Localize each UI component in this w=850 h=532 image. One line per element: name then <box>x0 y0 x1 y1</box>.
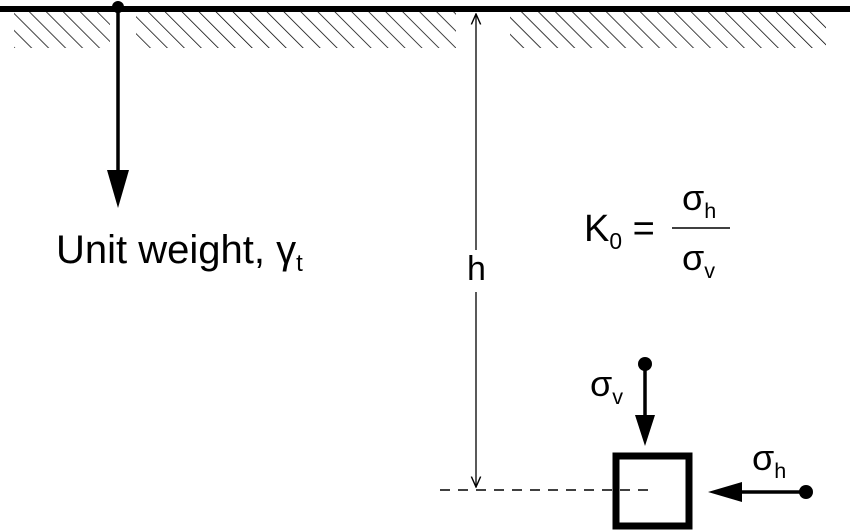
denominator-subscript: v <box>704 257 716 283</box>
formula-k-subscript: 0 <box>609 227 623 254</box>
formula-denominator: σv <box>682 237 715 281</box>
numerator-symbol: σ <box>682 177 705 218</box>
depth-label: h <box>467 250 486 288</box>
horizontal-stress-subscript: h <box>774 457 787 483</box>
vertical-stress-label: σv <box>590 363 623 407</box>
vertical-stress-subscript: v <box>612 383 624 409</box>
horizontal-stress-arrow <box>708 482 813 502</box>
formula-numerator: σh <box>682 177 716 221</box>
numerator-subscript: h <box>704 197 717 223</box>
horizontal-stress-symbol: σ <box>752 437 775 478</box>
vertical-stress-symbol: σ <box>590 363 613 404</box>
unit-weight-label: Unit weight, γt <box>56 228 303 276</box>
unit-weight-arrow <box>107 1 129 208</box>
horizontal-stress-label: σh <box>752 437 786 481</box>
soil-element <box>612 452 693 530</box>
unit-weight-subscript: t <box>296 250 303 278</box>
vertical-stress-arrow <box>635 357 655 446</box>
unit-weight-text: Unit weight, <box>56 228 277 272</box>
denominator-symbol: σ <box>682 237 705 278</box>
formula-equals: = <box>622 208 655 250</box>
formula-lhs: K0 = <box>584 208 655 252</box>
formula-k: K <box>584 208 610 250</box>
unit-weight-symbol: γ <box>276 228 297 272</box>
ground-hatching <box>14 12 826 48</box>
